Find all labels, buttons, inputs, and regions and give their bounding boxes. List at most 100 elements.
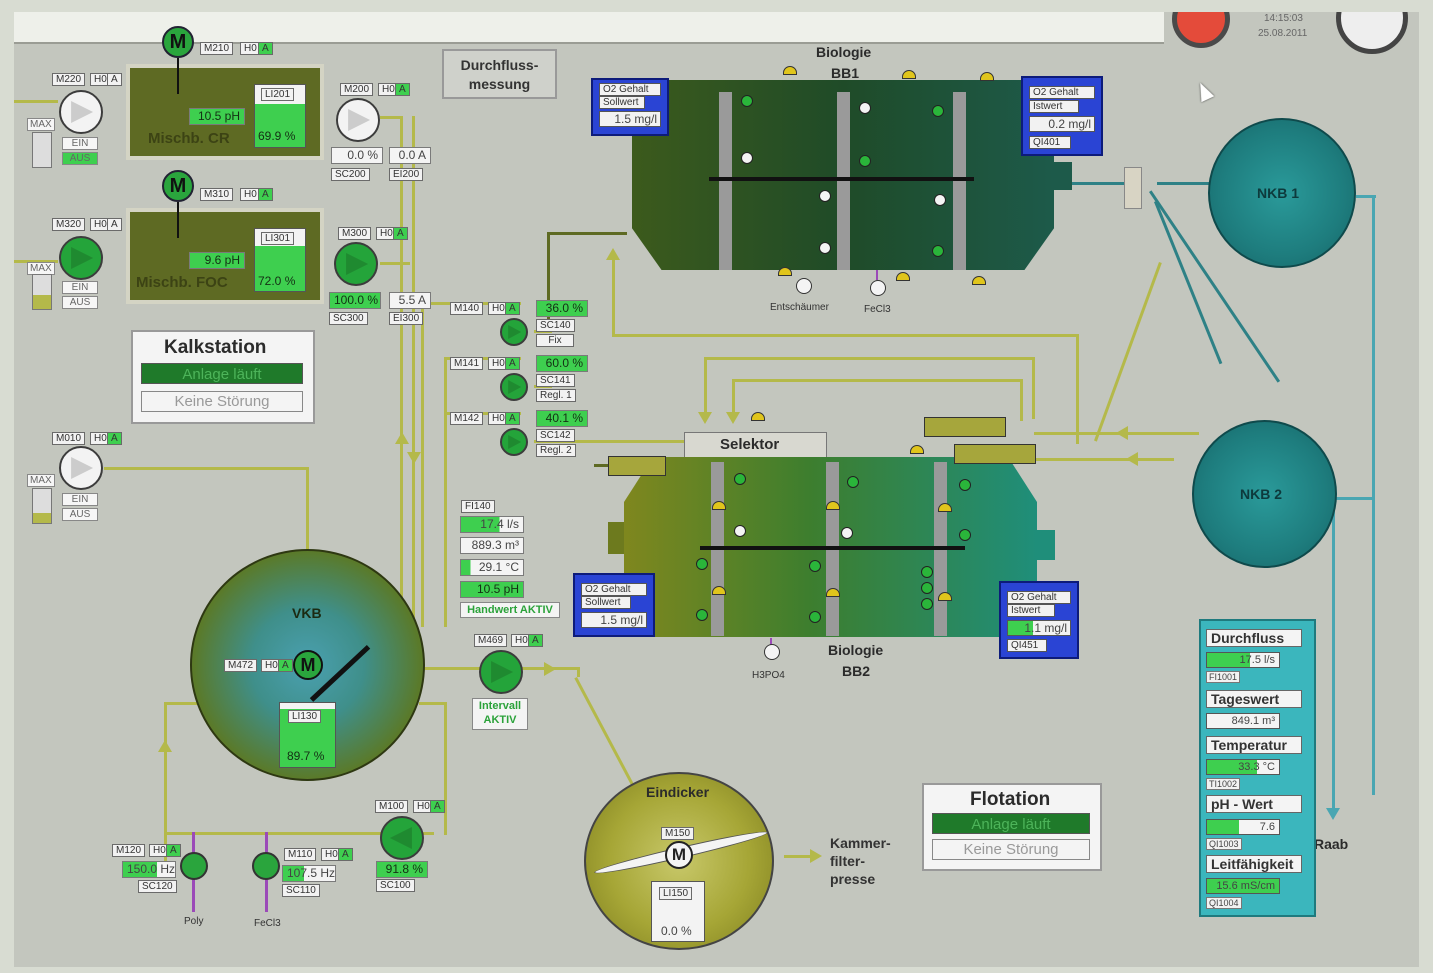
bb2-o2-setpoint-title: O2 Gehalt (581, 583, 647, 596)
flotation-title: Flotation (970, 789, 1051, 810)
bb2-o2-actual-value-text: 1.1 mg/l (1024, 621, 1067, 635)
m140-flag: A (505, 302, 520, 315)
mixer-shaft (177, 202, 179, 238)
qi1004-tag: QI1004 (1206, 897, 1242, 909)
m110-value: 107.5 Hz (282, 865, 336, 882)
m220-aus-button[interactable]: AUS (62, 152, 98, 165)
m141-label: M141 (450, 357, 484, 370)
eindicker-title: Eindicker (646, 784, 710, 800)
nkb2-label: NKB 2 (1240, 486, 1283, 502)
bb1-o2-setpoint-panel[interactable]: O2 Gehalt Sollwert 1.5 mg/l (591, 78, 669, 136)
eindicker-motor-icon[interactable]: M (665, 841, 693, 869)
flow-arrow-icon (1116, 426, 1128, 440)
sc300-tag: SC300 (329, 312, 368, 325)
m310-label: M310 (200, 188, 234, 201)
pump-m140[interactable] (500, 318, 528, 346)
pump-m141[interactable] (500, 373, 528, 401)
pump-m142[interactable] (500, 428, 528, 456)
m010-label: M010 (52, 432, 86, 445)
vkb-title: VKB (292, 605, 322, 621)
kalkstation-status-fault: Keine Störung (141, 391, 303, 412)
bb2-o2-setpoint-sub: Sollwert (581, 596, 631, 609)
pump-m010[interactable] (59, 446, 103, 490)
blower-icon (712, 501, 726, 510)
pump-m120[interactable] (180, 852, 208, 880)
temperatur-value: 33.3 °C (1206, 759, 1280, 775)
bb2-o2-setpoint-panel[interactable]: O2 Gehalt Sollwert 1.5 mg/l (573, 573, 655, 637)
durchfluss-heading: Durchfluss (1206, 629, 1302, 647)
m141-mode: Regl. 1 (536, 389, 576, 402)
kalkstation-title: Kalkstation (164, 337, 267, 358)
flow-arrow-icon (544, 662, 556, 676)
screw-conveyor-2[interactable] (954, 444, 1036, 464)
m010-aus-button[interactable]: AUS (62, 508, 98, 521)
aerator-icon (734, 473, 746, 485)
ti1002-tag: TI1002 (1206, 778, 1241, 790)
pump-m200[interactable] (336, 98, 380, 142)
m320-flag: A (107, 218, 122, 231)
h3po4-valve-icon[interactable] (764, 644, 780, 660)
m120-value: 150.0 Hz (122, 861, 176, 878)
screw-conveyor-3[interactable] (608, 456, 666, 476)
m300-label: M300 (338, 227, 372, 240)
aerator-icon (841, 527, 853, 539)
scada-screen: 14:15:03 25.08.2011 (14, 12, 1419, 967)
bb1-outlet (1054, 162, 1072, 190)
aerator-icon (819, 242, 831, 254)
m220-ein-button[interactable]: EIN (62, 137, 98, 150)
header-time: 14:15:03 (1264, 13, 1303, 24)
m110-label: M110 (284, 848, 317, 861)
entschaeumer-label: Entschäumer (770, 302, 829, 313)
m200-label: M200 (340, 83, 374, 96)
nkb1-clarifier (1208, 118, 1356, 268)
bb1-o2-setpoint-value[interactable]: 1.5 mg/l (599, 111, 661, 127)
m010-ein-button[interactable]: EIN (62, 493, 98, 506)
m150-label: M150 (661, 827, 695, 840)
pump-m110[interactable] (252, 852, 280, 880)
m320-level-bar (32, 274, 52, 310)
m142-mode: Regl. 2 (536, 444, 576, 457)
m469-label: M469 (474, 634, 508, 647)
cr-tank-title: Mischb. CR (148, 130, 230, 147)
selektor-label: Selektor (720, 436, 780, 453)
ph-value-text: 7.6 (1259, 821, 1275, 833)
flow-arrow-icon (606, 248, 620, 260)
bb1-o2-actual-value: 0.2 mg/l (1029, 116, 1095, 132)
m469-mode-line2: AKTIV (483, 714, 517, 726)
m320-ein-button[interactable]: EIN (62, 281, 98, 294)
mouse-cursor-icon (1193, 79, 1215, 103)
bb1-o2-actual-tag: QI401 (1029, 136, 1071, 149)
mixer-motor-m310[interactable]: M (162, 170, 194, 202)
m320-aus-button[interactable]: AUS (62, 296, 98, 309)
m142-flag: A (505, 412, 520, 425)
flow-arrow-icon (726, 412, 740, 424)
aerator-icon (959, 479, 971, 491)
tageswert-heading: Tageswert (1206, 690, 1302, 708)
cr-ph-value: 10.5 pH (189, 108, 245, 125)
m300-state: H0 (376, 227, 397, 240)
blower-icon (910, 445, 924, 454)
pump-m100[interactable] (380, 816, 424, 860)
emergency-stop-button[interactable] (1172, 12, 1230, 48)
ei300-tag: EI300 (389, 312, 424, 325)
m141-flag: A (505, 357, 520, 370)
fecl3-valve-icon[interactable] (870, 280, 886, 296)
pump-m320[interactable] (59, 236, 103, 280)
pump-m220[interactable] (59, 90, 103, 134)
durchflussmessung-box: Durchfluss- messung (442, 49, 557, 99)
durchflussmessung-line2: messung (468, 76, 531, 92)
bb2-o2-setpoint-value[interactable]: 1.5 mg/l (581, 612, 647, 628)
blower-icon (826, 501, 840, 510)
poly-label: Poly (184, 916, 204, 927)
mixer-motor-m210[interactable]: M (162, 26, 194, 58)
vkb-motor-icon[interactable]: M (293, 650, 323, 680)
foc-tank-title: Mischb. FOC (136, 274, 228, 291)
screw-conveyor-1[interactable] (924, 417, 1006, 437)
pump-m469[interactable] (479, 650, 523, 694)
m142-value: 40.1 % (536, 410, 588, 427)
bb2-o2-actual-sub: Istwert (1007, 604, 1055, 617)
bb2-center-divider (700, 546, 965, 550)
pump-m300[interactable] (334, 242, 378, 286)
m210-label: M210 (200, 42, 234, 55)
entschaeumer-valve-icon[interactable] (796, 278, 812, 294)
